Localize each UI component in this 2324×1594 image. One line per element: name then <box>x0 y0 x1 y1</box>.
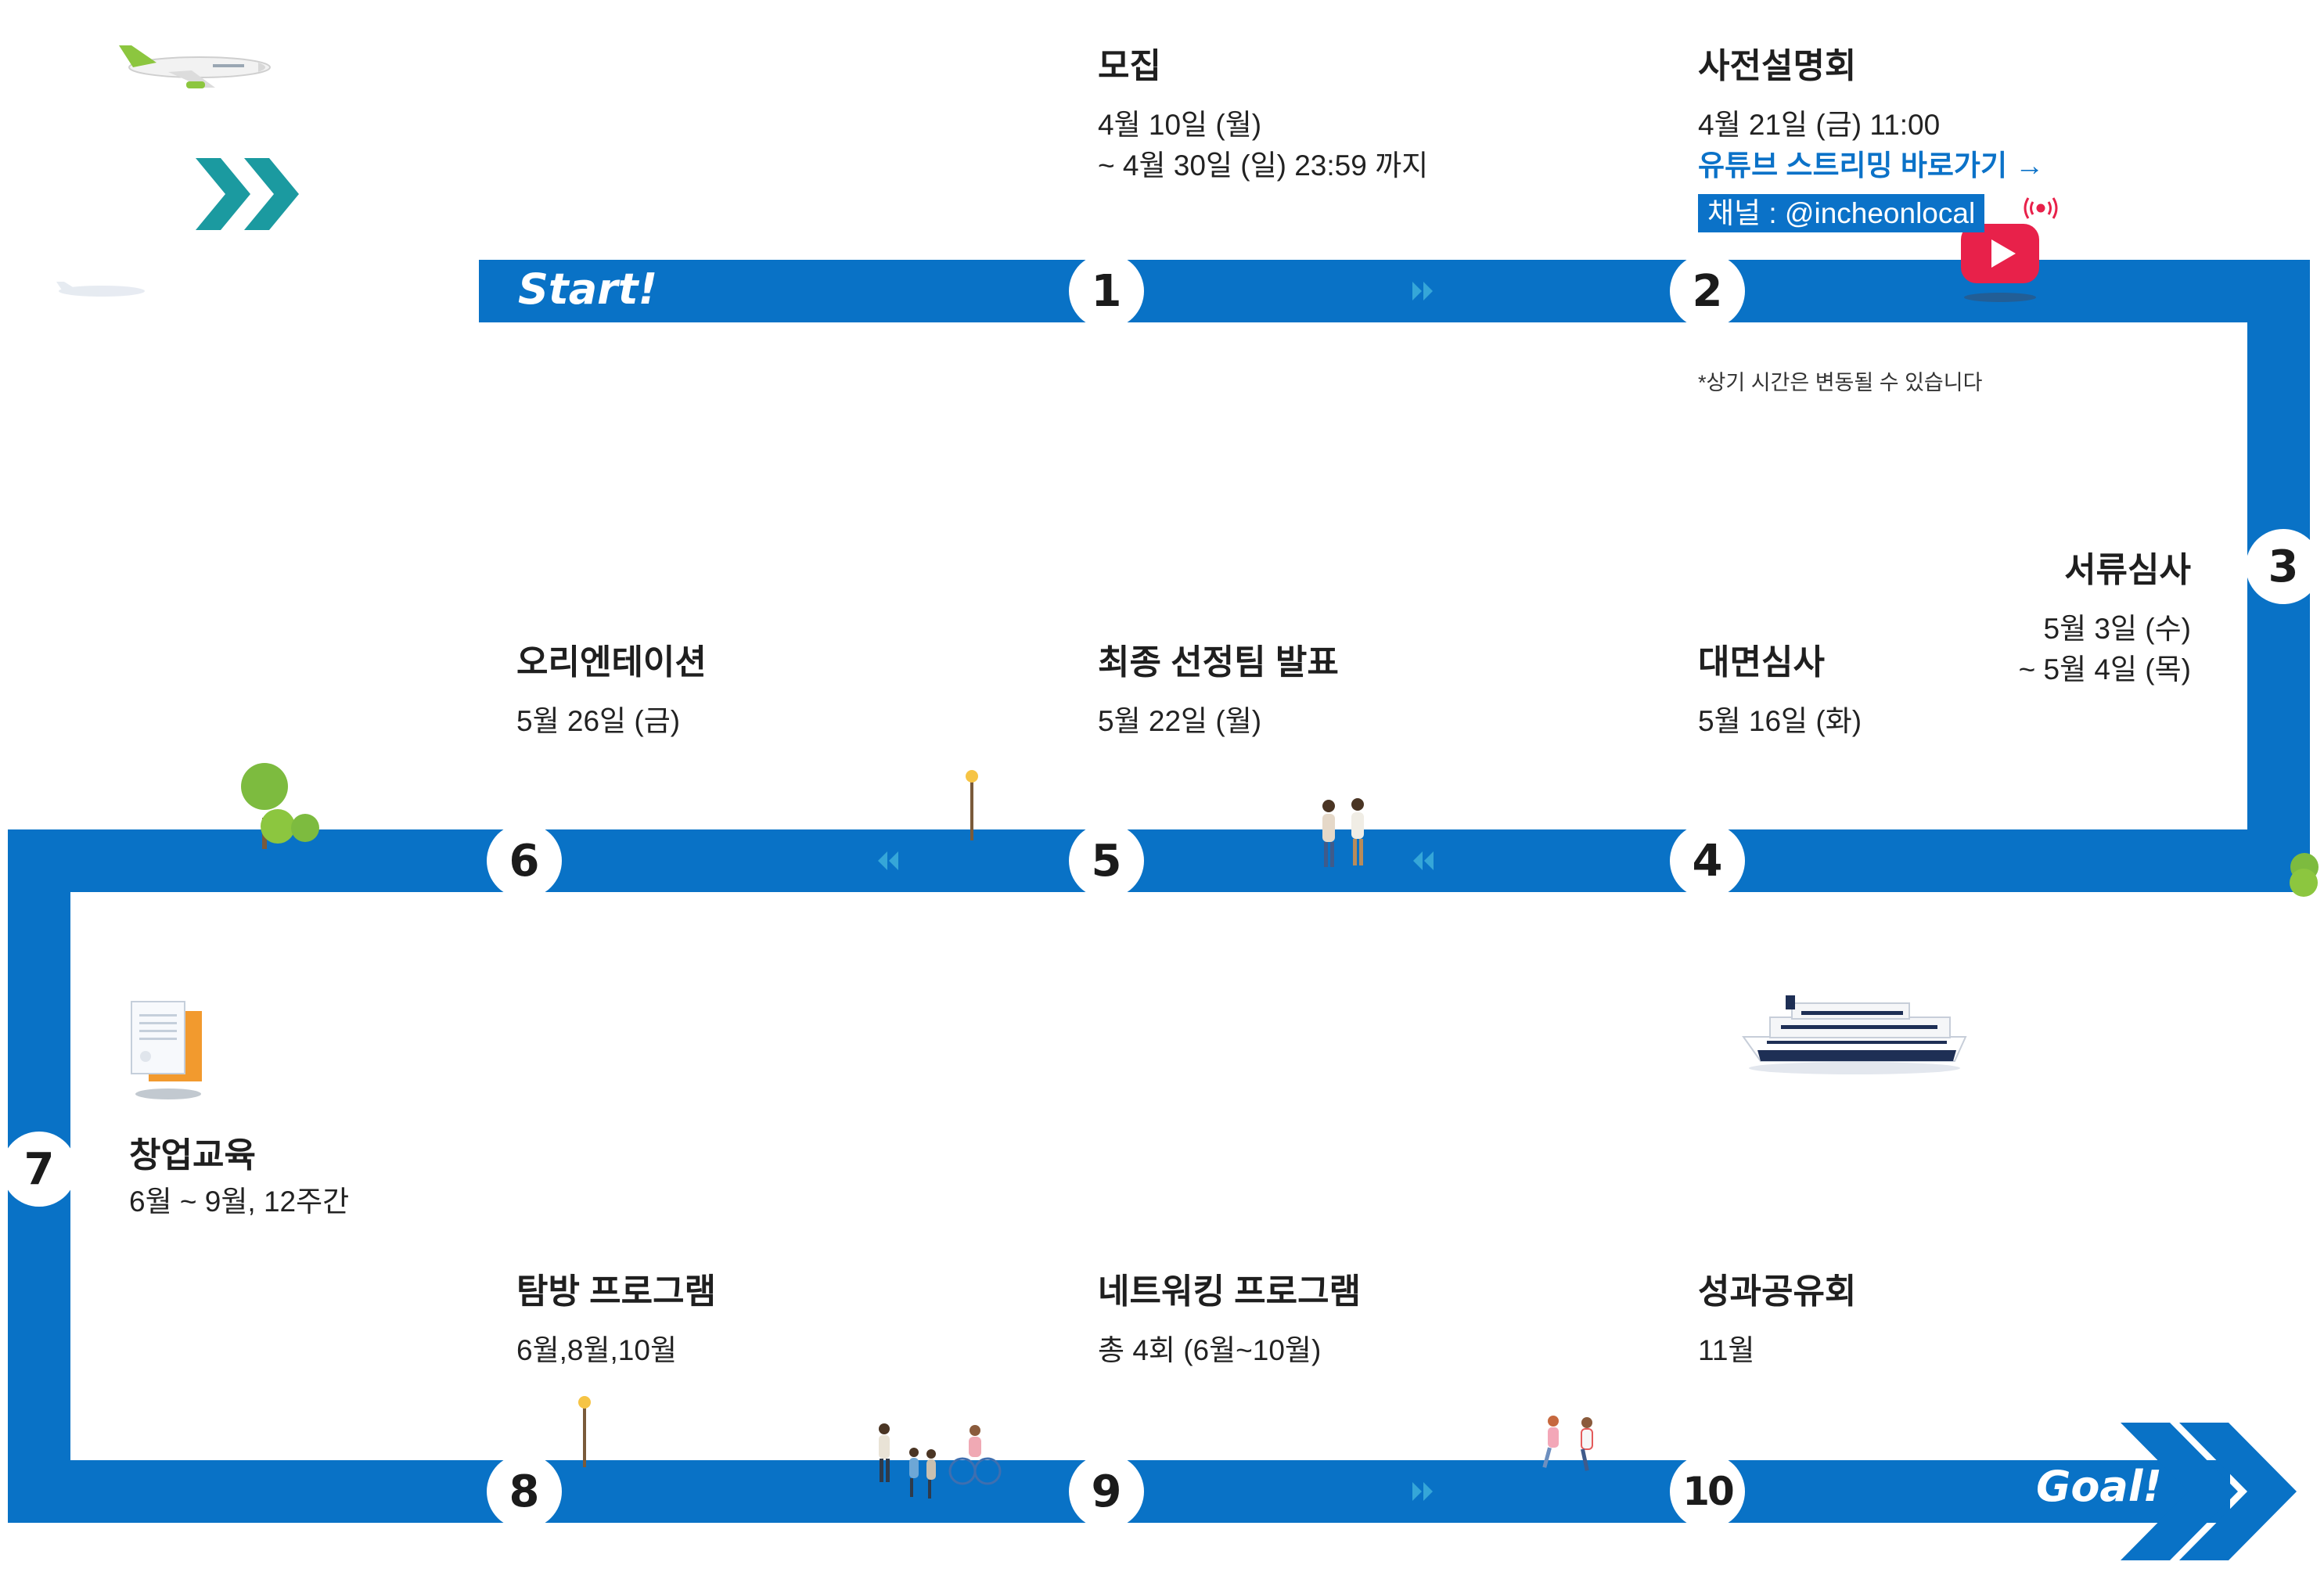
step-date: 총 4회 (6월~10월) <box>1098 1334 1322 1366</box>
double-chevron-right-icon <box>196 158 299 230</box>
step-8: 탐방 프로그램 6월,8월,10월 <box>516 1263 716 1371</box>
step-title: 최종 선정팀 발표 <box>1098 643 1339 682</box>
step-number-4: 4 <box>1670 823 1745 898</box>
step-title: 오리엔테이션 <box>516 643 707 682</box>
step-date: 6월,8월,10월 <box>516 1334 677 1366</box>
step-number-10: 10 <box>1670 1454 1745 1529</box>
step-date: 11월 <box>1698 1334 1755 1366</box>
documents-icon <box>131 1001 202 1099</box>
tree-icon <box>241 763 319 849</box>
step-date: 4월 21일 (금) 11:00 <box>1698 109 1941 141</box>
step-title: 모집 <box>1098 47 1161 85</box>
people-cycling-icon <box>879 1423 1002 1499</box>
step-2: 사전설명회 4월 21일 (금) 11:00 유튜브 스트리밍 바로가기 → 채… <box>1698 38 2044 232</box>
step-number-6: 6 <box>487 823 562 898</box>
road-chevron-back-2 <box>878 851 898 870</box>
road-chevron-forward-2 <box>1412 1482 1433 1501</box>
step-date: 4월 10일 (월) <box>1098 109 1262 141</box>
step-title: 창업교육 <box>129 1136 256 1175</box>
youtube-streaming-link[interactable]: 유튜브 스트리밍 바로가기 → <box>1698 149 2045 182</box>
step-number-2: 2 <box>1670 254 1745 329</box>
step-number-9: 9 <box>1069 1454 1144 1529</box>
step-4: 대면심사 5월 16일 (화) <box>1698 634 1862 742</box>
step-date: 5월 3일 (수) <box>2043 613 2191 645</box>
youtube-play-icon <box>1961 224 2039 302</box>
step-9: 네트워킹 프로그램 총 4회 (6월~10월) <box>1098 1263 1361 1371</box>
goal-arrow-inner <box>2121 1423 2238 1560</box>
step-number-3: 3 <box>2246 529 2321 604</box>
step-title: 탐방 프로그램 <box>516 1272 717 1311</box>
step-number-8: 8 <box>487 1454 562 1529</box>
step-6: 오리엔테이션 5월 26일 (금) <box>516 634 707 742</box>
people-walking-icon <box>1322 798 1364 867</box>
step-title: 서류심사 <box>2064 551 2191 589</box>
step-10: 성과공유회 11월 <box>1698 1263 1856 1371</box>
step-1: 모집 4월 10일 (월) ~ 4월 30일 (일) 23:59 까지 <box>1098 38 1428 186</box>
channel-badge: 채널 : @incheonlocal <box>1698 194 1985 232</box>
road-chevron-back-1 <box>1413 851 1434 870</box>
airplane-icon <box>119 45 271 88</box>
step-number-7: 7 <box>2 1132 77 1207</box>
step-date: 5월 16일 (화) <box>1698 705 1862 737</box>
schedule-note: *상기 시간은 변동될 수 있습니다 <box>1698 371 1983 394</box>
goal-arrow-outer <box>2179 1423 2297 1560</box>
step-5: 최종 선정팀 발표 5월 22일 (월) <box>1098 634 1339 742</box>
step-number-1: 1 <box>1069 254 1144 329</box>
step-title: 사전설명회 <box>1698 47 1857 85</box>
step-date: ~ 5월 4일 (목) <box>2018 653 2191 685</box>
step-title: 대면심사 <box>1698 643 1825 682</box>
step-date: ~ 4월 30일 (일) 23:59 까지 <box>1098 149 1429 182</box>
step-date: 6월 ~ 9월, 12주간 <box>129 1186 350 1218</box>
goal-label: Goal! <box>2036 1462 2162 1511</box>
step-7: 창업교육 6월 ~ 9월, 12주간 <box>129 1127 349 1222</box>
step-date: 5월 22일 (월) <box>1098 705 1262 737</box>
street-lamp-icon <box>966 770 978 840</box>
ferry-ship-icon <box>1742 995 1967 1074</box>
step-number-5: 5 <box>1069 823 1144 898</box>
step-date: 5월 26일 (금) <box>516 705 681 737</box>
step-title: 네트워킹 프로그램 <box>1098 1272 1362 1311</box>
people-running-icon <box>1542 1416 1593 1471</box>
road-path <box>8 260 2310 1523</box>
street-lamp-icon-2 <box>578 1396 591 1467</box>
distant-airplane-icon <box>56 282 145 297</box>
start-label: Start! <box>518 264 658 314</box>
shrub-icon <box>2290 853 2319 897</box>
step-3: 서류심사 5월 3일 (수) ~ 5월 4일 (목) <box>1894 542 2191 690</box>
live-broadcast-icon <box>2024 197 2058 219</box>
road-chevron-forward-1 <box>1412 282 1433 300</box>
step-title: 성과공유회 <box>1698 1272 1857 1311</box>
